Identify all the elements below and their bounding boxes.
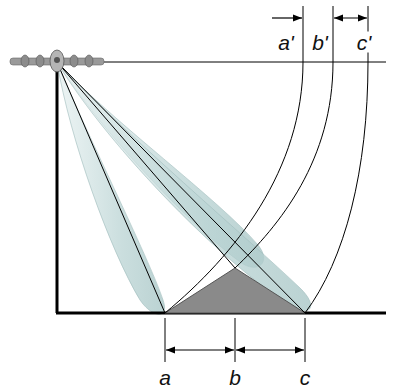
point-label: a': [277, 32, 295, 53]
point-label: b: [228, 367, 242, 388]
fuselage: [50, 50, 64, 72]
beam-lobe: [57, 62, 311, 311]
dimension-arrow: [166, 349, 234, 350]
aircraft-icon: [10, 50, 104, 72]
altitude-line: [56, 62, 59, 313]
tick: [235, 318, 236, 362]
tick: [165, 318, 166, 362]
ray: [57, 62, 305, 313]
point-label: b': [311, 32, 329, 53]
point-label: c: [299, 367, 312, 388]
ray: [57, 62, 235, 268]
engine: [21, 55, 29, 67]
dimension-arrow: [334, 17, 367, 18]
terrain-hill: [165, 268, 305, 313]
tick: [305, 318, 306, 362]
range-arc: [235, 6, 333, 268]
dimension-arrow: [272, 17, 302, 18]
point-label: a: [158, 367, 172, 388]
beam-lobe: [57, 62, 165, 314]
beam-lobes: [57, 62, 311, 314]
range-rays: [57, 62, 305, 313]
nose: [54, 57, 60, 63]
engine: [36, 55, 44, 67]
range-arcs: [165, 6, 368, 313]
point-label: c': [356, 32, 373, 53]
engine: [70, 55, 78, 67]
engine: [85, 55, 93, 67]
ray: [57, 62, 165, 313]
range-arc: [165, 6, 303, 313]
dimension-arrow: [236, 349, 304, 350]
dimension-ticks: [165, 318, 305, 362]
